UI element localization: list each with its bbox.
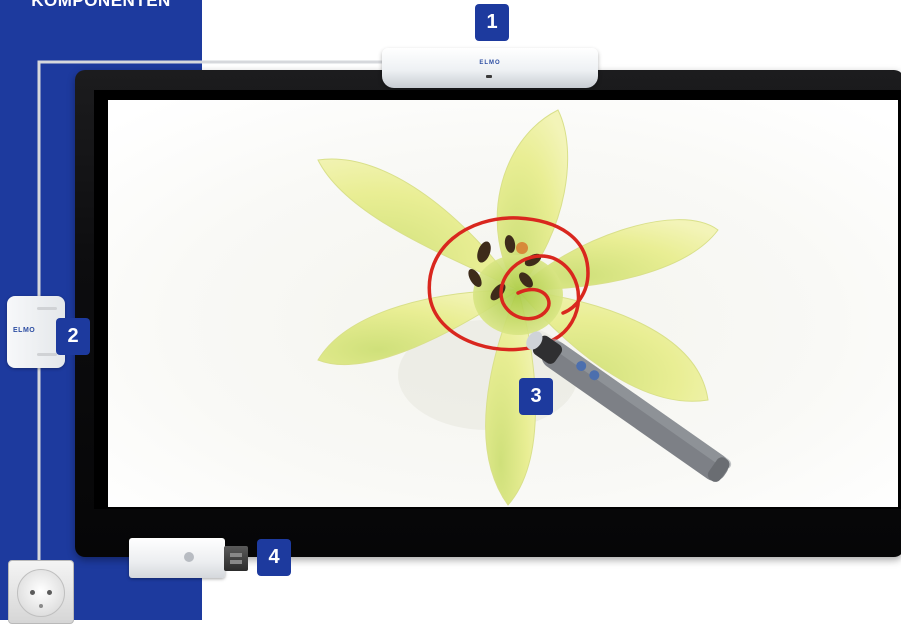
usb-contact-1 <box>230 553 242 557</box>
controller-led-bottom <box>37 353 57 356</box>
dongle-light <box>184 552 194 562</box>
projected-screen[interactable] <box>108 100 898 507</box>
outlet-hole-left <box>30 590 35 595</box>
projector-led <box>486 75 492 78</box>
badge-2: 2 <box>56 318 90 355</box>
outlet-hole-right <box>47 590 52 595</box>
power-outlet-icon <box>8 560 74 624</box>
projector-logo: ELMO <box>382 60 598 66</box>
lily-photo-icon <box>108 100 898 507</box>
usb-dongle-icon <box>129 538 225 578</box>
badge-1: 1 <box>475 4 509 41</box>
usb-plug-icon <box>224 546 248 571</box>
controller-logo: ELMO <box>13 327 35 334</box>
badge-4: 4 <box>257 539 291 576</box>
projector-unit-icon: ELMO <box>382 48 598 88</box>
badge-3: 3 <box>519 378 553 415</box>
outlet-face <box>17 569 65 617</box>
page-title: KOMPONENTEN <box>0 0 202 11</box>
usb-contact-2 <box>230 560 242 564</box>
controller-led-top <box>37 307 57 310</box>
outlet-ground-pin <box>39 604 43 608</box>
